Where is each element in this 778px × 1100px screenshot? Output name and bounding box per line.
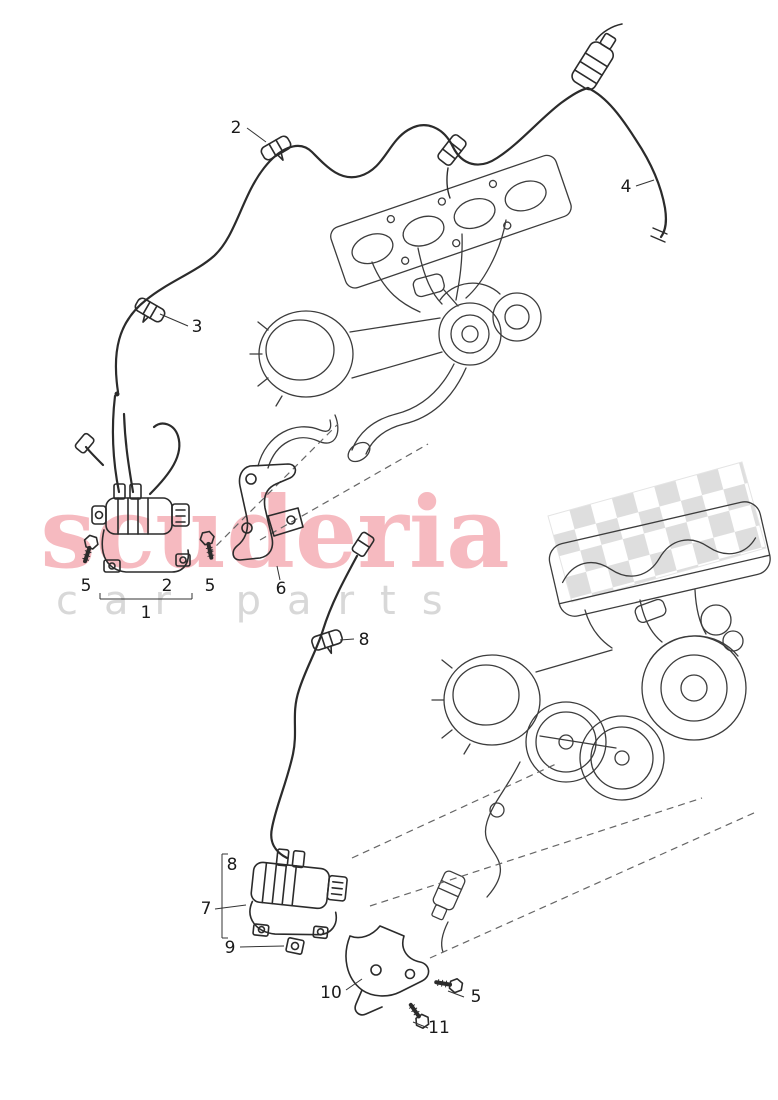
callout-2-top-clip: 2 [231,118,242,138]
lower-vacuum-hose [270,554,359,860]
vent-hose-right [586,86,668,239]
callout-6-bracket: 6 [276,579,287,599]
solenoid-valve-7-drawing [249,848,348,940]
watermark-subtitle: car parts [56,578,469,624]
small-parts [74,23,623,1033]
callout-4-vent-hose: 4 [621,177,632,197]
hose-clip-8-icon [309,627,347,659]
valve-supply-hose-a [111,394,121,494]
solenoid-valve-1-drawing [91,483,191,573]
oxygen-sensor-drawing [431,870,466,921]
callout-5-screw-bottom: 5 [471,987,482,1007]
hose-connector-drawing [437,134,467,166]
retaining-clip-3-icon [129,295,168,331]
dashed-locator-lines [207,423,757,959]
turbocharger-assembly-lower [431,501,771,953]
callout-8-mid-clip: 8 [359,630,370,650]
check-valve-4-drawing [571,32,617,91]
callout-11-screw: 11 [428,1018,450,1038]
bracket-10-drawing [345,925,430,1016]
callouts: 2 3 4 5 2 1 5 6 8 8 7 9 10 5 11 [81,118,632,1038]
turbocharger-assembly-upper [249,154,572,469]
hose-end-fitting-drawing [351,531,375,558]
retaining-clip-2-icon [258,133,297,169]
callout-5-screw-right: 5 [205,576,216,596]
callout-8-lower-clip: 8 [227,855,238,875]
nut-9-icon [285,937,305,955]
checkered-flag-watermark [548,462,766,602]
bracket-6-drawing [232,463,304,561]
valve-loop-hose [148,422,181,496]
main-vacuum-hose [114,86,590,394]
callout-1-valve: 1 [141,603,152,623]
callout-7-valve: 7 [201,899,212,919]
callout-2-grommet: 2 [162,576,173,596]
vacuum-hoses [84,86,668,860]
callout-3-clip: 3 [192,317,203,337]
callout-5-screw-left: 5 [81,576,92,596]
callout-10-bracket: 10 [320,983,342,1003]
callout-9-nut: 9 [225,938,236,958]
leader-lines [99,127,655,1029]
